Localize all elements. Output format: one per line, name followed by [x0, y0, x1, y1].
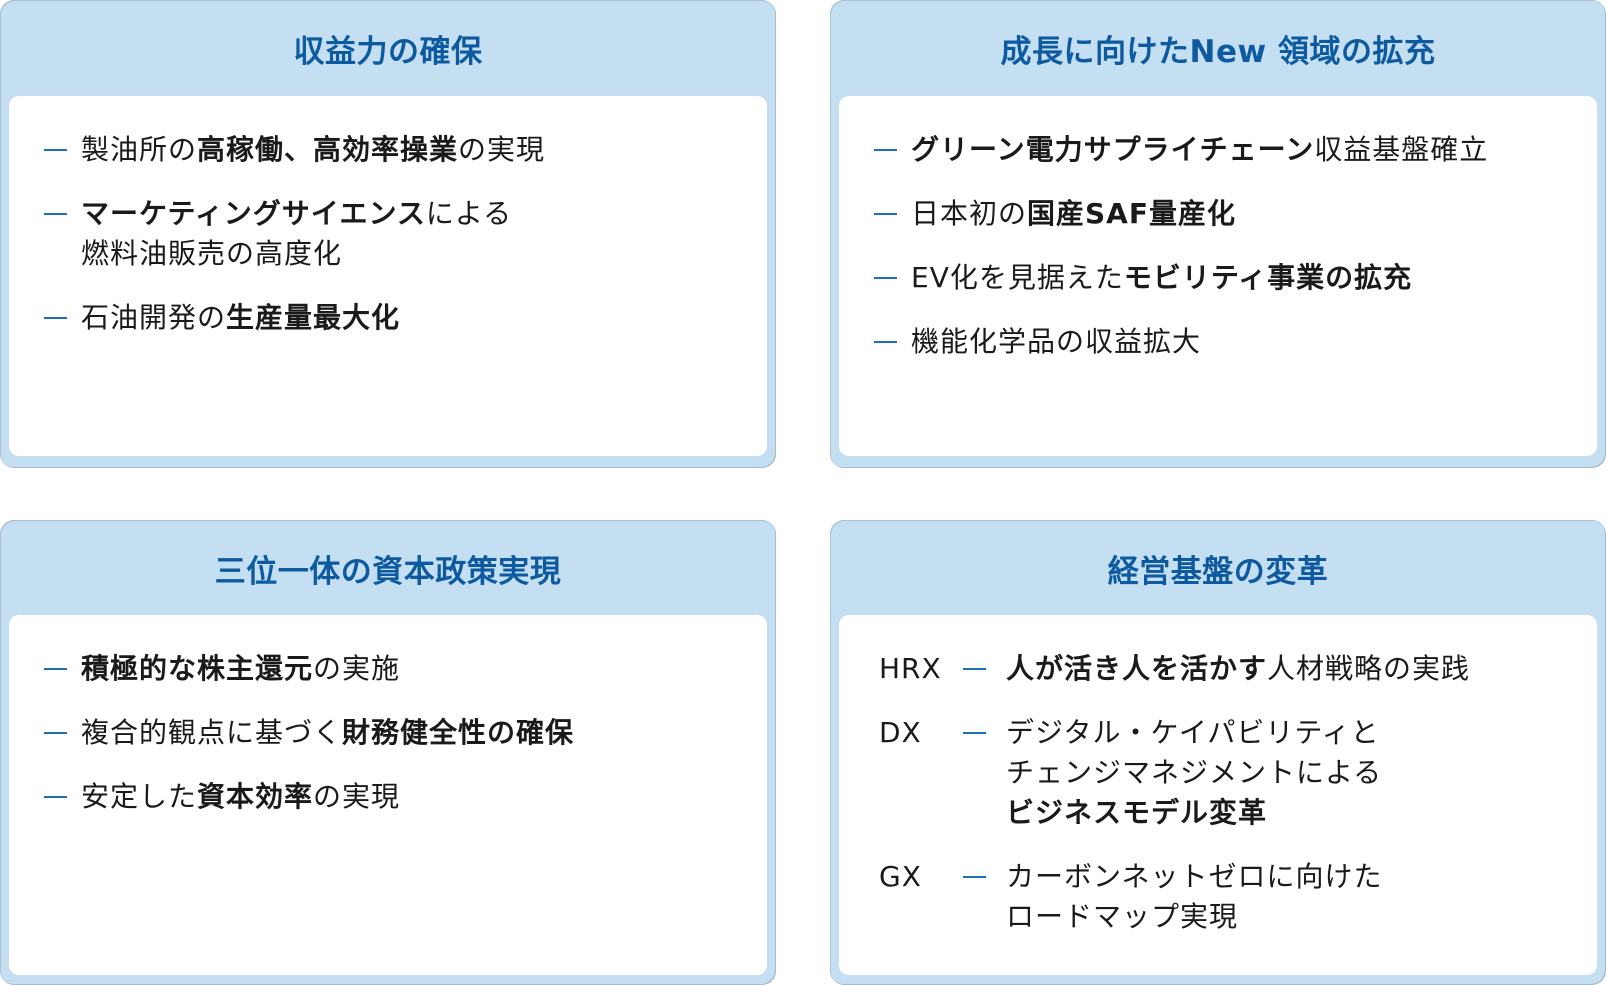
plain-text: の実施	[313, 652, 401, 685]
list-item: 積極的な株主還元の実施	[44, 649, 757, 689]
item-tag: GX	[879, 860, 922, 893]
plain-text: EV化を見据えた	[911, 261, 1124, 294]
emphasis-text: 人が活き人を活かす	[1006, 652, 1268, 685]
list-item: グリーン電力サプライチェーン収益基盤確立	[874, 130, 1587, 170]
plain-text: 複合的観点に基づく	[81, 716, 343, 749]
dash-bullet-icon	[874, 341, 897, 343]
item-list: HRX 人が活き人を活かす人材戦略の実践 DX デジタル・ケイパビリティと チェンジマ…	[879, 649, 1587, 961]
panel-management-transformation: 経営基盤の変革 HRX 人が活き人を活かす人材戦略の実践 DX デジタル・ケイパビリテ…	[830, 520, 1606, 985]
dash-bullet-icon	[963, 876, 986, 878]
plain-text: 機能化学品の収益拡大	[911, 325, 1202, 358]
item-tag: HRX	[879, 652, 942, 685]
item-text: 複合的観点に基づく財務健全性の確保	[81, 713, 574, 753]
item-text: 日本初の国産SAF量産化	[911, 194, 1236, 234]
plain-text: 収益基盤確立	[1314, 133, 1489, 166]
item-text: グリーン電力サプライチェーン収益基盤確立	[911, 130, 1488, 170]
panel-body: 積極的な株主還元の実施複合的観点に基づく財務健全性の確保安定した資本効率の実現	[9, 615, 767, 975]
dash-bullet-icon	[874, 149, 897, 151]
emphasis-text: 財務健全性の確保	[342, 716, 575, 749]
list-item: 機能化学品の収益拡大	[874, 322, 1587, 362]
dash-bullet-icon	[963, 732, 986, 734]
emphasis-text: 国産SAF量産化	[1027, 197, 1236, 230]
plain-text: の実現	[458, 133, 546, 166]
panel-title: 収益力の確保	[293, 33, 483, 70]
plain-text: の実現	[313, 780, 401, 813]
list-item: EV化を見据えたモビリティ事業の拡充	[874, 258, 1587, 298]
emphasis-text: 生産量最大化	[226, 301, 401, 334]
panel-title: 成長に向けたNew 領域の拡充	[1000, 33, 1436, 70]
plain-text: 製油所の	[81, 133, 198, 166]
item-text: 製油所の高稼働、高効率操業の実現	[81, 130, 545, 170]
plain-text: デジタル・ケイパビリティと チェンジマネジメントによる	[1006, 716, 1383, 789]
item-text: 積極的な株主還元の実施	[81, 649, 400, 689]
list-item: マーケティングサイエンスによる 燃料油販売の高度化	[44, 194, 757, 274]
panel-capital-policy: 三位一体の資本政策実現 積極的な株主還元の実施複合的観点に基づく財務健全性の確保…	[0, 520, 776, 985]
emphasis-text: 高稼働、高効率操業	[197, 133, 459, 166]
emphasis-text: モビリティ事業の拡充	[1123, 261, 1413, 294]
panel-title: 経営基盤の変革	[1107, 553, 1329, 590]
list-item: 複合的観点に基づく財務健全性の確保	[44, 713, 757, 753]
item-text: 人が活き人を活かす人材戦略の実践	[1006, 649, 1470, 689]
panel-body: 製油所の高稼働、高効率操業の実現マーケティングサイエンスによる 燃料油販売の高度…	[9, 96, 767, 456]
dash-bullet-icon	[44, 732, 67, 734]
dash-bullet-icon	[963, 668, 986, 670]
list-item: DX デジタル・ケイパビリティと チェンジマネジメントによる ビジネスモデル変革	[879, 713, 1587, 833]
dash-bullet-icon	[44, 668, 67, 670]
item-list: 製油所の高稼働、高効率操業の実現マーケティングサイエンスによる 燃料油販売の高度…	[44, 130, 757, 362]
dash-bullet-icon	[44, 796, 67, 798]
item-text: マーケティングサイエンスによる 燃料油販売の高度化	[81, 194, 512, 274]
item-list: 積極的な株主還元の実施複合的観点に基づく財務健全性の確保安定した資本効率の実現	[44, 649, 757, 841]
list-item: 石油開発の生産量最大化	[44, 298, 757, 338]
plain-text: 人材戦略の実践	[1267, 652, 1471, 685]
emphasis-text: マーケティングサイエンス	[81, 197, 426, 230]
panel-new-domains: 成長に向けたNew 領域の拡充 グリーン電力サプライチェーン収益基盤確立日本初の…	[830, 0, 1606, 468]
item-text: デジタル・ケイパビリティと チェンジマネジメントによる ビジネスモデル変革	[1006, 713, 1382, 833]
plain-text: 日本初の	[911, 197, 1028, 230]
emphasis-text: ビジネスモデル変革	[1006, 796, 1268, 829]
plain-text: 石油開発の	[81, 301, 227, 334]
item-tag: DX	[879, 716, 922, 749]
dash-bullet-icon	[44, 213, 67, 215]
panel-title: 三位一体の資本政策実現	[214, 553, 562, 590]
emphasis-text: 積極的な株主還元	[81, 652, 314, 685]
item-text: カーボンネットゼロに向けた ロードマップ実現	[1006, 857, 1382, 937]
plain-text: 安定した	[81, 780, 198, 813]
dash-bullet-icon	[44, 149, 67, 151]
list-item: HRX 人が活き人を活かす人材戦略の実践	[879, 649, 1587, 689]
emphasis-text: 資本効率	[197, 780, 314, 813]
plain-text: カーボンネットゼロに向けた ロードマップ実現	[1006, 860, 1383, 933]
emphasis-text: グリーン電力サプライチェーン	[911, 133, 1315, 166]
item-text: 石油開発の生産量最大化	[81, 298, 400, 338]
panel-body: HRX 人が活き人を活かす人材戦略の実践 DX デジタル・ケイパビリティと チェンジマ…	[839, 615, 1597, 975]
list-item: 安定した資本効率の実現	[44, 777, 757, 817]
item-text: 安定した資本効率の実現	[81, 777, 400, 817]
panel-profitability: 収益力の確保 製油所の高稼働、高効率操業の実現マーケティングサイエンスによる 燃…	[0, 0, 776, 468]
dash-bullet-icon	[874, 213, 897, 215]
plain-text: による 燃料油販売の高度化	[81, 197, 513, 270]
item-text: 機能化学品の収益拡大	[911, 322, 1201, 362]
list-item: 製油所の高稼働、高効率操業の実現	[44, 130, 757, 170]
item-text: EV化を見据えたモビリティ事業の拡充	[911, 258, 1412, 298]
list-item: GX カーボンネットゼロに向けた ロードマップ実現	[879, 857, 1587, 937]
list-item: 日本初の国産SAF量産化	[874, 194, 1587, 234]
dash-bullet-icon	[44, 317, 67, 319]
dash-bullet-icon	[874, 277, 897, 279]
